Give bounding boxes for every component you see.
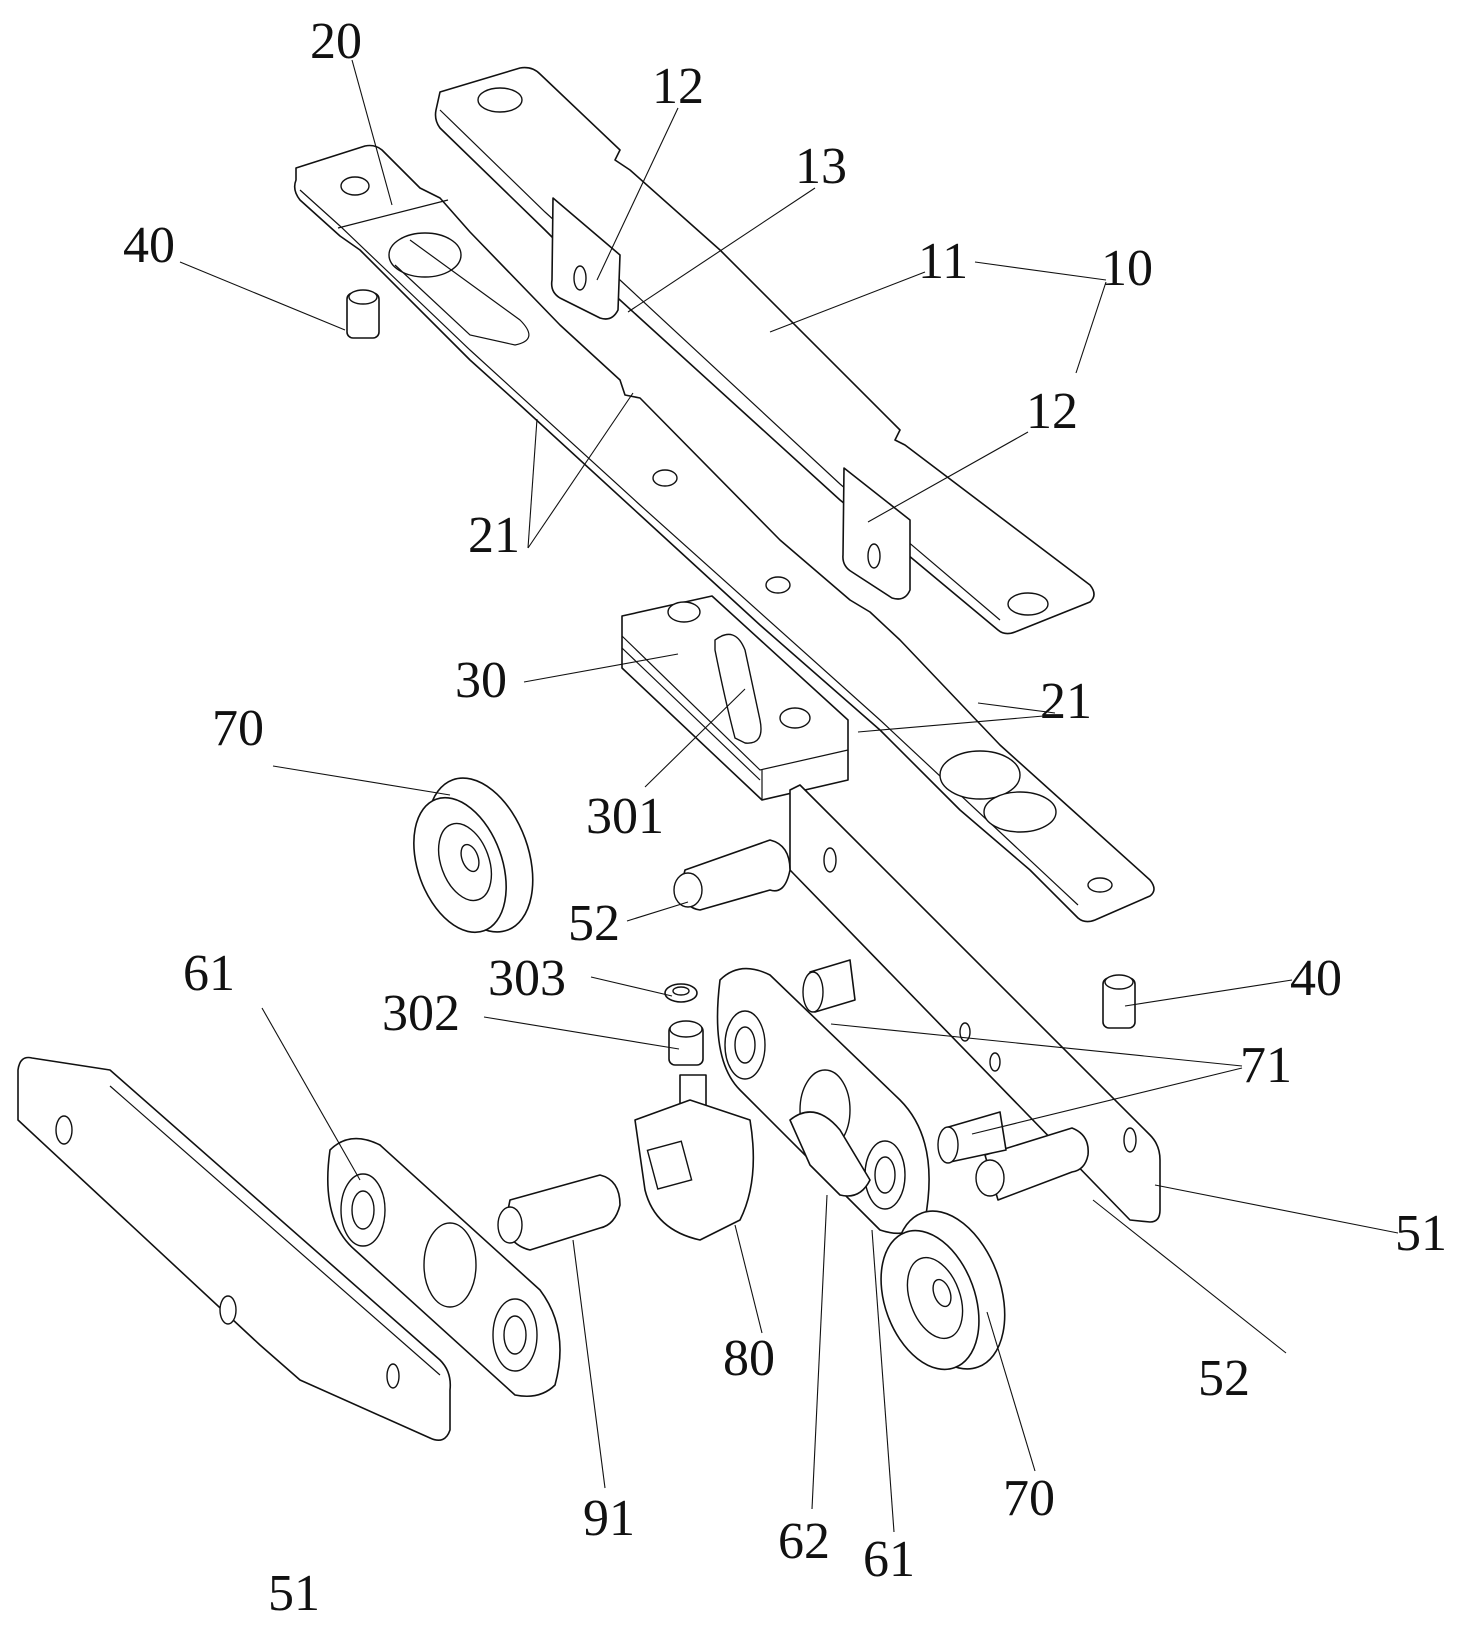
rivet-71-upper	[803, 960, 855, 1012]
label-91: 91	[583, 1490, 635, 1547]
label-12-top: 12	[652, 58, 704, 115]
label-301: 301	[586, 788, 664, 845]
wheel-70-upper	[397, 763, 553, 946]
pin-40-lower	[1103, 975, 1135, 1028]
bushing-303	[665, 984, 697, 1002]
label-302: 302	[382, 985, 460, 1042]
label-20: 20	[310, 13, 362, 70]
label-21-top: 21	[468, 507, 520, 564]
label-10: 10	[1101, 240, 1153, 297]
label-51-right: 51	[1395, 1205, 1447, 1262]
label-12-right: 12	[1026, 383, 1078, 440]
label-70-bottom: 70	[1003, 1470, 1055, 1527]
shaft-52-upper	[674, 840, 790, 910]
label-30: 30	[455, 652, 507, 709]
label-61-bottom: 61	[863, 1531, 915, 1588]
label-303: 303	[488, 950, 566, 1007]
label-71: 71	[1240, 1037, 1292, 1094]
label-40-right: 40	[1290, 950, 1342, 1007]
bushing-302	[669, 1021, 703, 1065]
label-21-right: 21	[1040, 673, 1092, 730]
label-62: 62	[778, 1513, 830, 1570]
pin-40-upper	[347, 290, 379, 338]
label-52-top: 52	[568, 895, 620, 952]
hub-80	[635, 1075, 753, 1240]
label-51-bottom: 51	[268, 1565, 320, 1622]
label-52-bottom: 52	[1198, 1350, 1250, 1407]
label-61-left: 61	[183, 945, 235, 1002]
label-80: 80	[723, 1330, 775, 1387]
label-40-top: 40	[123, 217, 175, 274]
label-70-top: 70	[212, 700, 264, 757]
label-13: 13	[795, 138, 847, 195]
spacer-91	[498, 1175, 620, 1250]
label-11: 11	[918, 233, 968, 290]
